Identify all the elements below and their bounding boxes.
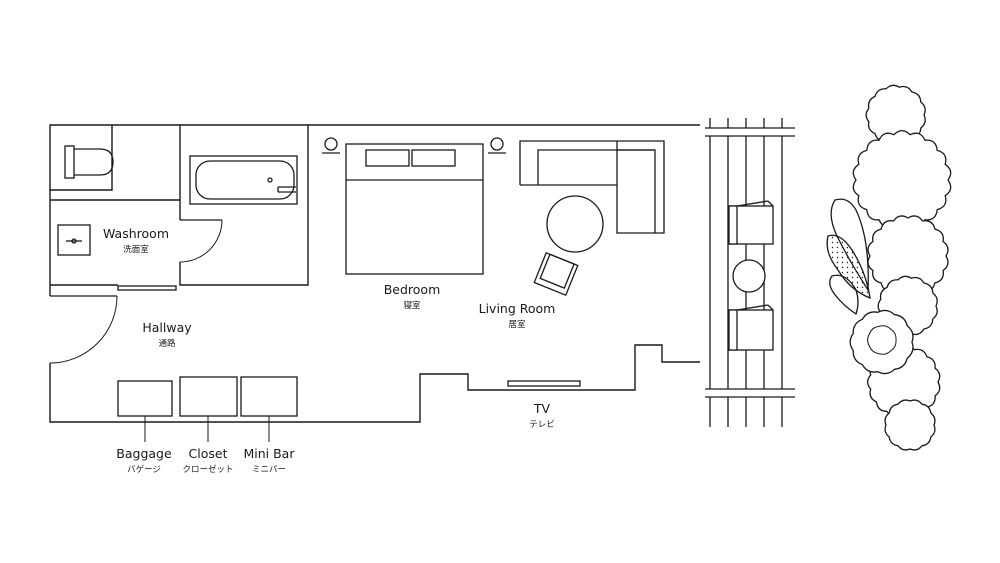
tv-label-ja: テレビ — [529, 420, 555, 430]
balcony-chair-icon — [728, 200, 774, 245]
round-table-icon — [546, 195, 604, 253]
washroom-label: Washroom — [103, 226, 169, 241]
mini-bar-label-ja: ミニバー — [252, 465, 286, 475]
bed-icon — [345, 143, 484, 275]
garden — [826, 84, 952, 451]
storage-units — [117, 376, 298, 442]
hallway-label: Hallway — [142, 320, 192, 335]
entrance-door — [49, 295, 118, 364]
toilet-icon — [64, 145, 114, 179]
closet-unit — [179, 376, 238, 417]
lamp-icon — [322, 137, 340, 154]
balcony-table-icon — [732, 259, 766, 293]
shrub-icon — [826, 198, 871, 316]
bathtub-icon — [189, 155, 298, 205]
baggage-label-ja: バゲージ — [127, 464, 161, 475]
hallway-label-ja: 通路 — [158, 338, 176, 349]
toilet-room — [50, 125, 114, 191]
tv-icon — [507, 380, 581, 387]
bedroom — [322, 137, 506, 275]
washroom-label-ja: 洗面室 — [123, 244, 149, 255]
living-room-label: Living Room — [479, 301, 556, 316]
bedroom-label: Bedroom — [384, 282, 441, 297]
tree-icon — [852, 130, 952, 230]
closet-label: Closet — [189, 446, 228, 461]
closet-label-ja: クローゼット — [182, 464, 233, 475]
living-room-label-ja: 居室 — [508, 319, 526, 330]
baggage-rack — [117, 380, 173, 417]
outer-walls — [49, 124, 700, 423]
balcony-chair-icon — [728, 304, 774, 351]
bedroom-label-ja: 寝室 — [403, 300, 421, 311]
tree-icon — [884, 399, 936, 451]
washroom-door — [179, 219, 223, 263]
living-room — [519, 140, 665, 297]
mini-bar-unit — [240, 376, 298, 417]
room-labels: Washroom 洗面室 Bedroom 寝室 Living Room 居室 H… — [103, 226, 555, 475]
sofa-icon — [519, 140, 665, 234]
armchair-icon — [533, 251, 579, 297]
bush-detail — [867, 325, 897, 355]
tv-label: TV — [533, 401, 551, 416]
lamp-icon — [488, 137, 506, 154]
baggage-label: Baggage — [116, 446, 172, 461]
mini-bar-label: Mini Bar — [243, 446, 295, 461]
bush-icon — [849, 309, 914, 375]
balcony — [705, 118, 795, 427]
sink-icon — [57, 224, 91, 256]
washroom — [50, 125, 309, 291]
